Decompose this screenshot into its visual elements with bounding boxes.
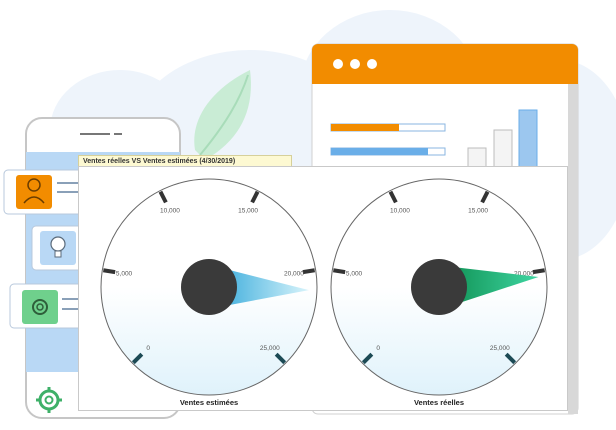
gauge-caption: Ventes réelles (414, 398, 464, 407)
dashboard-title: Ventes réelles VS Ventes estimées (4/30/… (78, 155, 292, 167)
gauge-tick (302, 268, 315, 275)
gauge-tick (250, 190, 260, 204)
gear-icon (36, 387, 62, 413)
gauge-tick (274, 352, 287, 365)
gauge-tick-label: 5,000 (346, 271, 363, 278)
gauge-tick-label: 10,000 (160, 207, 180, 214)
gauge-tick-label: 15,000 (468, 207, 488, 214)
gauge-tick (480, 190, 490, 204)
gauge-tick (158, 190, 168, 204)
gauge-tick (532, 268, 545, 275)
gauge-hub (411, 259, 467, 315)
gauge-tick (333, 268, 346, 275)
gauge-tick-label: 0 (146, 345, 150, 352)
gauge-tick (103, 268, 116, 275)
gauge-tick (504, 352, 517, 365)
lightbulb-icon (31, 225, 85, 271)
gauge-caption: Ventes estimées (180, 398, 238, 407)
gear-icon (9, 283, 87, 329)
gauge-tick-label: 25,000 (490, 345, 510, 352)
gauge-tick-label: 5,000 (116, 271, 133, 278)
user-icon (3, 169, 89, 215)
gauge-tick-label: 20,000 (284, 271, 304, 278)
leaf-icon (194, 70, 251, 160)
gauge-tick-label: 20,000 (514, 271, 534, 278)
gauge-tick-label: 10,000 (390, 207, 410, 214)
gauge-tick (388, 190, 398, 204)
gauge-tick (361, 352, 374, 365)
gauge-tick-label: 15,000 (238, 207, 258, 214)
gauge-tick-label: 0 (376, 345, 380, 352)
gauge-tick-label: 25,000 (260, 345, 280, 352)
gauge-hub (181, 259, 237, 315)
gauge-tick (131, 352, 144, 365)
